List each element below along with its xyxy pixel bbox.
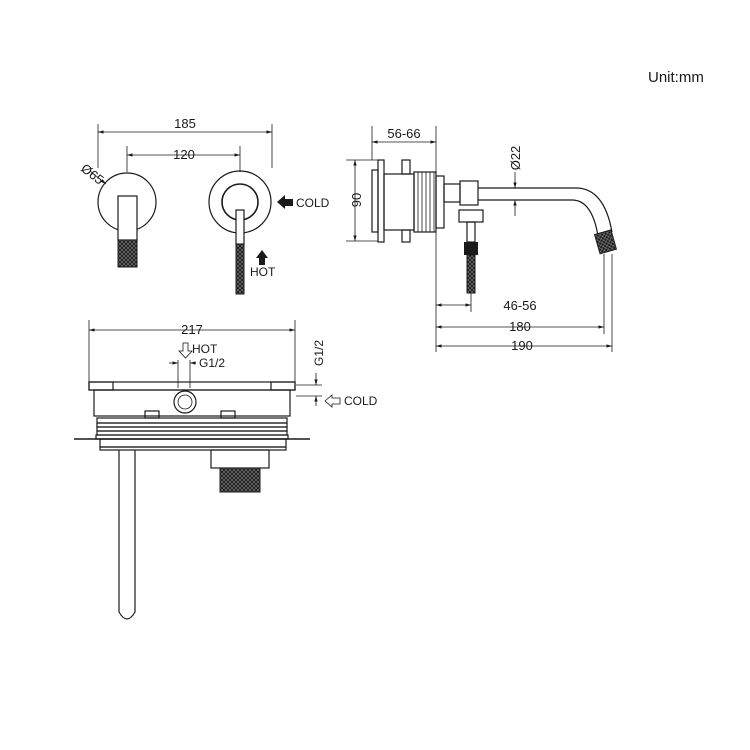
cold-outline-arrow-icon	[324, 394, 341, 408]
dimension-wall-depth: 56-66	[371, 126, 437, 175]
spout	[443, 180, 618, 255]
hot-label: HOT	[250, 265, 276, 279]
top-view: 217 HOT G1/2 G1/2 COLD	[74, 320, 378, 620]
hot-outline-arrow-icon	[178, 342, 193, 359]
vertical-thread-label: G1/2	[312, 340, 326, 366]
top-spout	[110, 449, 160, 620]
hot-inlet-indicator: HOT	[250, 250, 276, 279]
dimension-overall-width: 185	[97, 116, 273, 168]
dimension-center-distance: 120	[126, 146, 241, 172]
dimension-total-reach: 190	[436, 254, 613, 353]
hot-arrow-icon	[256, 250, 268, 265]
cold-arrow-icon	[277, 195, 293, 209]
top-hot-indicator: HOT G1/2	[169, 342, 225, 388]
dimension-plate-diameter: Ø65	[78, 161, 107, 188]
dimension-top-width: 217	[88, 320, 296, 382]
unit-label: Unit:mm	[648, 69, 704, 86]
dimension-spout-diameter: Ø22	[508, 146, 523, 216]
top-cold-indicator: COLD	[324, 394, 378, 408]
dimension-center-distance-label: 120	[173, 147, 195, 162]
front-view: 185 120 Ø65 COLD	[78, 116, 330, 295]
top-thread-label: G1/2	[199, 356, 225, 370]
dimension-handle-offset-label: 46-56	[503, 298, 536, 313]
top-valve-body	[88, 381, 296, 436]
cold-label: COLD	[296, 196, 330, 210]
mixer-handle	[458, 209, 484, 294]
mixer-wall-plate	[208, 170, 272, 295]
dimension-spout-reach-label: 180	[509, 319, 531, 334]
dimension-height-label: 90	[349, 193, 364, 207]
dimension-wall-depth-label: 56-66	[387, 126, 420, 141]
cold-inlet-indicator: COLD	[277, 195, 330, 210]
dimension-spout-reach: 180	[436, 254, 605, 334]
concealed-valve-body	[371, 159, 445, 243]
top-hot-label: HOT	[192, 342, 218, 356]
spout-wall-plate	[97, 172, 157, 268]
dimension-spout-diameter-label: Ø22	[508, 146, 523, 171]
dimension-vertical-thread: G1/2	[296, 340, 326, 406]
top-handle	[210, 449, 270, 493]
dimension-handle-offset: 46-56	[435, 232, 537, 352]
dimension-overall-width-label: 185	[174, 116, 196, 131]
dimension-total-reach-label: 190	[511, 338, 533, 353]
dimension-height: 90	[346, 159, 378, 242]
top-cold-label: COLD	[344, 394, 378, 408]
dimension-top-width-label: 217	[181, 322, 203, 337]
dimension-plate-diameter-label: Ø65	[78, 161, 107, 188]
side-view: 56-66 90	[346, 126, 618, 353]
